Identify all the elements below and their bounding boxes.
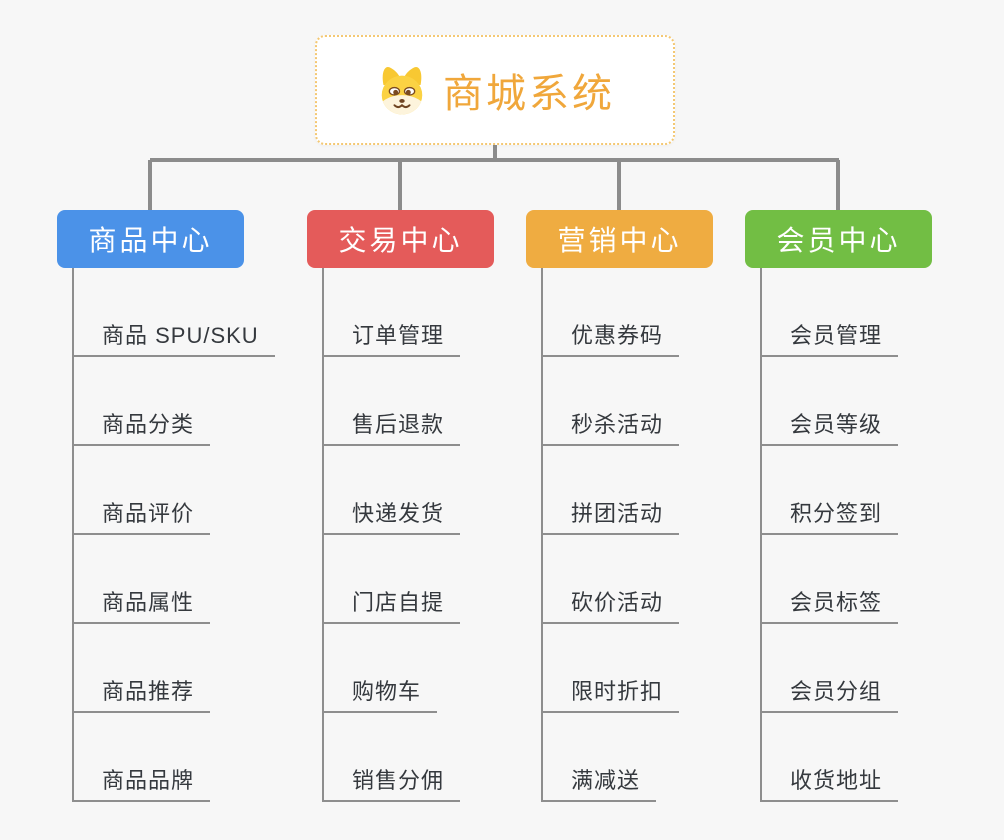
- subnode-item[interactable]: 快递发货: [322, 446, 461, 535]
- root-title: 商城系统: [443, 72, 615, 116]
- subnode-item[interactable]: 会员标签: [760, 535, 899, 624]
- subnode-item[interactable]: 限时折扣: [541, 624, 680, 713]
- branch-header-products[interactable]: 商品中心: [57, 210, 244, 268]
- branch-spine: [72, 268, 74, 802]
- subnode-item[interactable]: 商品评价: [72, 446, 211, 535]
- subnode-item[interactable]: 收货地址: [760, 713, 899, 802]
- subnode-item[interactable]: 商品推荐: [72, 624, 211, 713]
- branch-column-marketing: 营销中心 优惠券码 秒杀活动 拼团活动 砍价活动 限时折扣 满减送: [526, 210, 766, 802]
- subnode-item[interactable]: 商品属性: [72, 535, 211, 624]
- subnode-item[interactable]: 商品品牌: [72, 713, 211, 802]
- shiba-dog-icon: [381, 66, 423, 115]
- branch-column-products: 商品中心 商品 SPU/SKU 商品分类 商品评价 商品属性 商品推荐 商品品牌: [57, 210, 297, 802]
- subnode-item[interactable]: 满减送: [541, 713, 657, 802]
- subnode-item[interactable]: 销售分佣: [322, 713, 461, 802]
- branch-header-marketing[interactable]: 营销中心: [526, 210, 713, 268]
- subnode-item[interactable]: 会员管理: [760, 268, 899, 357]
- subnode-item[interactable]: 订单管理: [322, 268, 461, 357]
- branch-items: 优惠券码 秒杀活动 拼团活动 砍价活动 限时折扣 满减送: [526, 268, 766, 802]
- branch-items: 会员管理 会员等级 积分签到 会员标签 会员分组 收货地址: [745, 268, 985, 802]
- branch-spine: [760, 268, 762, 802]
- subnode-item[interactable]: 会员等级: [760, 357, 899, 446]
- branch-column-members: 会员中心 会员管理 会员等级 积分签到 会员标签 会员分组 收货地址: [745, 210, 985, 802]
- subnode-item[interactable]: 砍价活动: [541, 535, 680, 624]
- branch-items: 订单管理 售后退款 快递发货 门店自提 购物车 销售分佣: [307, 268, 547, 802]
- branch-label: 营销中心: [557, 225, 682, 256]
- branch-spine: [541, 268, 543, 802]
- branch-label: 商品中心: [88, 225, 213, 256]
- branch-items: 商品 SPU/SKU 商品分类 商品评价 商品属性 商品推荐 商品品牌: [57, 268, 297, 802]
- subnode-item[interactable]: 商品 SPU/SKU: [72, 268, 275, 357]
- subnode-item[interactable]: 积分签到: [760, 446, 899, 535]
- branch-label: 会员中心: [776, 225, 901, 256]
- subnode-item[interactable]: 购物车: [322, 624, 438, 713]
- subnode-item[interactable]: 商品分类: [72, 357, 211, 446]
- branch-column-trade: 交易中心 订单管理 售后退款 快递发货 门店自提 购物车 销售分佣: [307, 210, 547, 802]
- branch-header-members[interactable]: 会员中心: [745, 210, 932, 268]
- subnode-item[interactable]: 秒杀活动: [541, 357, 680, 446]
- root-node[interactable]: 商城系统: [315, 35, 675, 145]
- subnode-item[interactable]: 售后退款: [322, 357, 461, 446]
- branch-spine: [322, 268, 324, 802]
- branch-label: 交易中心: [338, 225, 463, 256]
- subnode-item[interactable]: 会员分组: [760, 624, 899, 713]
- branch-header-trade[interactable]: 交易中心: [307, 210, 494, 268]
- subnode-item[interactable]: 门店自提: [322, 535, 461, 624]
- subnode-item[interactable]: 拼团活动: [541, 446, 680, 535]
- subnode-item[interactable]: 优惠券码: [541, 268, 680, 357]
